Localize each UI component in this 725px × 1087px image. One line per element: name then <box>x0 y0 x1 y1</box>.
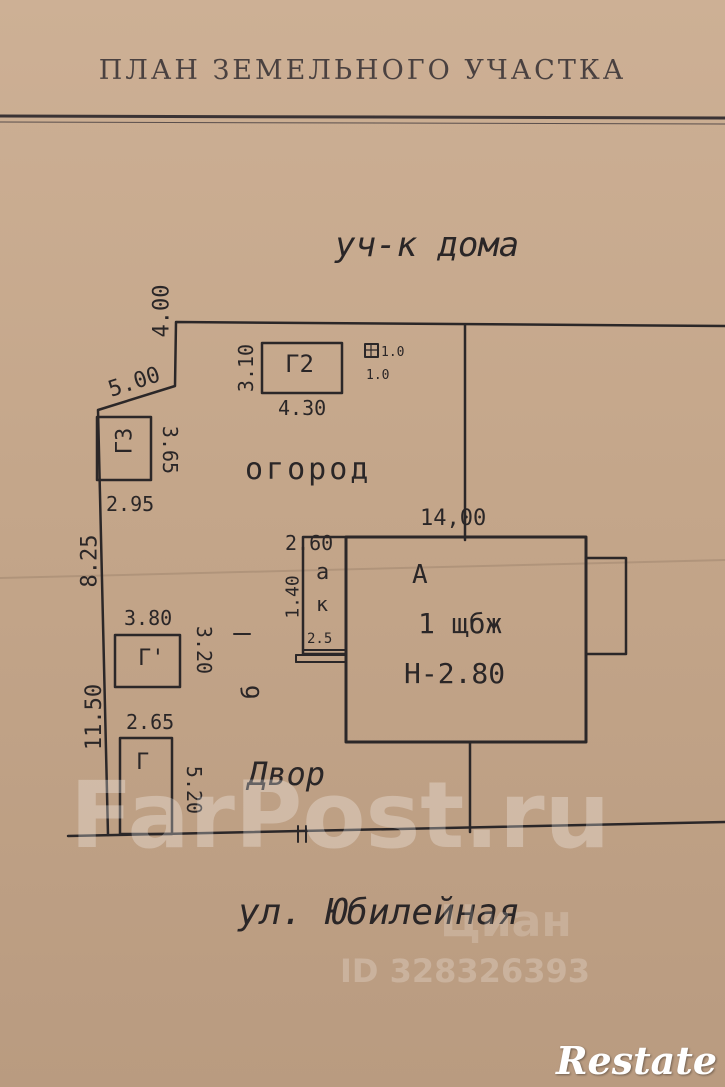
building-g2-width: 4.30 <box>278 396 327 420</box>
yard-label: Двор <box>248 755 326 793</box>
porch-sub-letter: к <box>316 592 329 616</box>
header-rule-top <box>0 114 725 120</box>
restate-logo-text: Restate <box>555 1038 717 1083</box>
porch-extra: 2.5 <box>307 631 333 647</box>
building-g-width: 2.65 <box>126 710 175 734</box>
building-g-letter: Г <box>136 750 150 775</box>
boundary-left-upper: 8.25 <box>77 534 103 588</box>
plot-boundary <box>96 320 725 837</box>
main-house-height: Н-2.80 <box>404 657 506 690</box>
building-g3-depth: 3.65 <box>158 425 183 475</box>
header-rule-bottom <box>0 121 725 125</box>
shed-dim-w: 1.0 <box>381 345 405 360</box>
porch-letter: а <box>316 560 330 585</box>
garden-label: огород <box>245 452 372 487</box>
building-g1-width: 3.80 <box>124 606 173 630</box>
main-house-width: 14,00 <box>420 506 487 531</box>
document-title: ПЛАН ЗЕМЕЛЬНОГО УЧАСТКА <box>98 55 627 86</box>
building-g2-letter: Г2 <box>285 350 314 378</box>
main-house-material: 1 щбж <box>418 607 503 640</box>
street-label: ул. Юбилейная <box>238 892 520 933</box>
building-g1-depth: 3.20 <box>192 625 217 675</box>
paper-fold-line <box>0 559 725 579</box>
porch-depth: 1.40 <box>282 575 304 619</box>
building-g1-letter: Г' <box>138 646 165 671</box>
gate-mark: б <box>237 684 266 700</box>
shed-dim-d: 1.0 <box>366 368 390 383</box>
building-g-outline <box>118 736 174 836</box>
building-g2-depth: 3.10 <box>234 343 259 393</box>
house-extension-outline <box>584 556 628 656</box>
farpost-watermark: FarPost.ru <box>70 762 611 869</box>
building-g1-outline <box>113 633 182 689</box>
porch-width: 2.60 <box>285 531 334 555</box>
cian-watermark: Циан <box>440 896 572 947</box>
building-g3-width: 2.95 <box>106 492 155 516</box>
building-g3-outline <box>95 415 153 482</box>
building-g3-letter: Г3 <box>112 427 138 455</box>
building-g2-outline <box>260 341 344 395</box>
boundary-top-left: 4.00 <box>149 284 175 338</box>
main-house-letter: А <box>412 560 428 590</box>
restate-logo: Restate <box>556 1038 717 1083</box>
street-line <box>66 820 725 838</box>
boundary-left-lower: 11.50 <box>82 683 108 751</box>
neighbor-plot-label: уч-к дома <box>335 225 520 265</box>
listing-id-watermark: ID 328326393 <box>340 952 590 990</box>
